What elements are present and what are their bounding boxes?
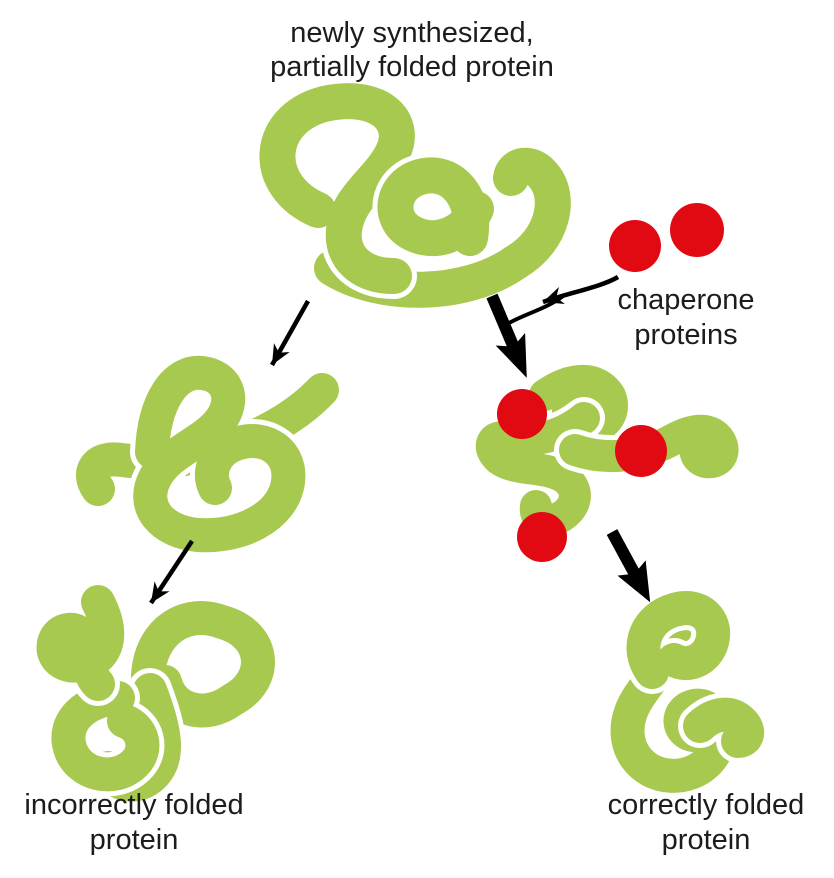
label-line: chaperone [617, 284, 755, 316]
free-chaperone-proteins [609, 203, 724, 272]
protein-strand [377, 157, 494, 257]
bound-chaperone-circle [517, 512, 567, 562]
thick-arrow-to-chaperone-complex [486, 293, 527, 378]
label-line: newly synthesized, [290, 17, 534, 49]
chaperone-assisted-folding-complex [471, 364, 744, 562]
label-line: correctly folded [607, 789, 805, 821]
label-correctly-folded: correctly folded protein [608, 788, 805, 858]
label-line: protein [89, 824, 179, 856]
chaperone-circle [670, 203, 724, 257]
arrow-to-incorrectly-folded [149, 539, 194, 605]
protein-strand [683, 697, 765, 758]
newly-synthesized-protein [254, 78, 571, 308]
label-incorrectly-folded: incorrectly folded protein [24, 788, 243, 858]
chaperone-circle [609, 220, 661, 272]
label-line: incorrectly folded [24, 789, 244, 821]
label-newly-synthesized: newly synthesized, partially folded prot… [270, 16, 554, 84]
label-line: proteins [634, 319, 738, 351]
thick-arrow-shape [486, 293, 527, 378]
protein-strand [259, 83, 415, 294]
misfolding-intermediate-protein [76, 350, 339, 558]
protein-strand [131, 601, 275, 728]
protein-strand [36, 585, 125, 701]
thick-arrow-to-correctly-folded [606, 529, 651, 603]
arrow-to-misfolding-path [270, 299, 310, 367]
protein-strand [626, 591, 731, 689]
bound-chaperone-circle [497, 389, 547, 439]
label-line: partially folded protein [270, 51, 554, 83]
thick-arrow-shape [606, 529, 651, 603]
correctly-folded-protein [610, 586, 770, 793]
bound-chaperone-circle [615, 425, 667, 477]
label-chaperone-proteins: chaperone proteins [617, 283, 754, 353]
incorrectly-folded-protein [31, 580, 275, 807]
protein-strand [133, 355, 306, 553]
label-line: protein [661, 824, 751, 856]
protein-strand [51, 681, 160, 792]
chaperone-pointer-arrow [542, 275, 620, 305]
